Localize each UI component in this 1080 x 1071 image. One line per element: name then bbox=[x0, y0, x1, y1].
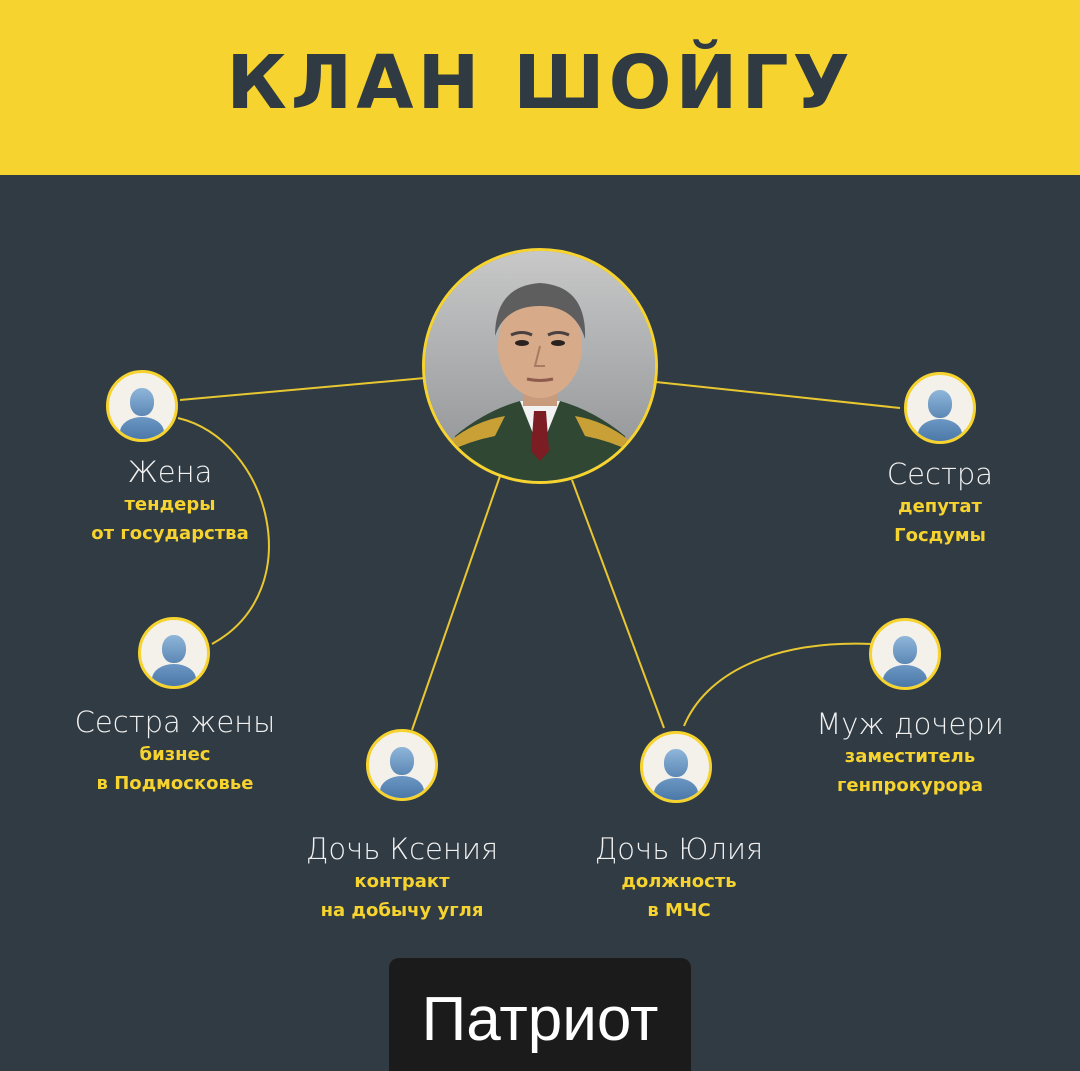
avatar-daughter-husband-icon bbox=[869, 618, 941, 690]
connector-wife bbox=[179, 377, 426, 401]
relative-desc-line2: Госдумы bbox=[894, 525, 986, 546]
relative-desc-line1: заместитель bbox=[844, 746, 976, 767]
connector-sister bbox=[655, 381, 901, 409]
relative-desc-line2: в МЧС bbox=[647, 900, 711, 921]
relative-daughter-ksenia-label: Дочь Ксения контракт на добычу угля bbox=[268, 831, 536, 925]
relative-desc-line2: в Подмосковье bbox=[96, 773, 254, 794]
avatar-wife-sister-icon bbox=[138, 617, 210, 689]
relative-name: Жена bbox=[127, 455, 213, 489]
avatar-daughter-ksenia-icon bbox=[366, 729, 438, 801]
avatar-wife-icon bbox=[106, 370, 178, 442]
relative-desc-line2: генпрокурора bbox=[837, 775, 983, 796]
relative-desc-line1: контракт bbox=[354, 871, 450, 892]
relative-sister-label: Сестра депутат Госдумы bbox=[820, 456, 1060, 550]
relative-name: Дочь Юлия bbox=[594, 832, 764, 866]
relative-wife-label: Жена тендеры от государства bbox=[40, 454, 300, 548]
relative-wife-sister-label: Сестра жены бизнес в Подмосковье bbox=[40, 704, 310, 798]
connector-yulia-husband bbox=[683, 642, 873, 727]
relative-desc-line1: депутат bbox=[898, 496, 982, 517]
connector-daughter-yulia bbox=[571, 479, 665, 729]
relative-name: Сестра жены bbox=[74, 705, 276, 739]
relative-desc-line2: на добычу угля bbox=[320, 900, 484, 921]
center-portrait bbox=[422, 248, 658, 484]
connector-daughter-ksenia bbox=[411, 475, 501, 731]
relative-desc-line1: бизнес bbox=[139, 744, 211, 765]
relative-desc-line2: от государства bbox=[91, 523, 249, 544]
connector-wife-sister bbox=[177, 417, 270, 645]
relative-name: Сестра bbox=[886, 457, 994, 491]
watermark-badge: Патриот bbox=[389, 958, 691, 1071]
relative-name: Муж дочери bbox=[816, 707, 1004, 741]
watermark-text: Патриот bbox=[421, 985, 659, 1054]
relative-desc-line1: должность bbox=[621, 871, 737, 892]
portrait-image bbox=[425, 251, 655, 481]
page-title: КЛАН ШОЙГУ bbox=[226, 39, 854, 126]
header-banner: КЛАН ШОЙГУ bbox=[0, 0, 1080, 175]
avatar-sister-icon bbox=[904, 372, 976, 444]
relative-name: Дочь Ксения bbox=[305, 832, 499, 866]
relative-daughter-husband-label: Муж дочери заместитель генпрокурора bbox=[780, 706, 1040, 800]
relative-desc-line1: тендеры bbox=[124, 494, 216, 515]
avatar-daughter-yulia-icon bbox=[640, 731, 712, 803]
relative-daughter-yulia-label: Дочь Юлия должность в МЧС bbox=[555, 831, 803, 925]
